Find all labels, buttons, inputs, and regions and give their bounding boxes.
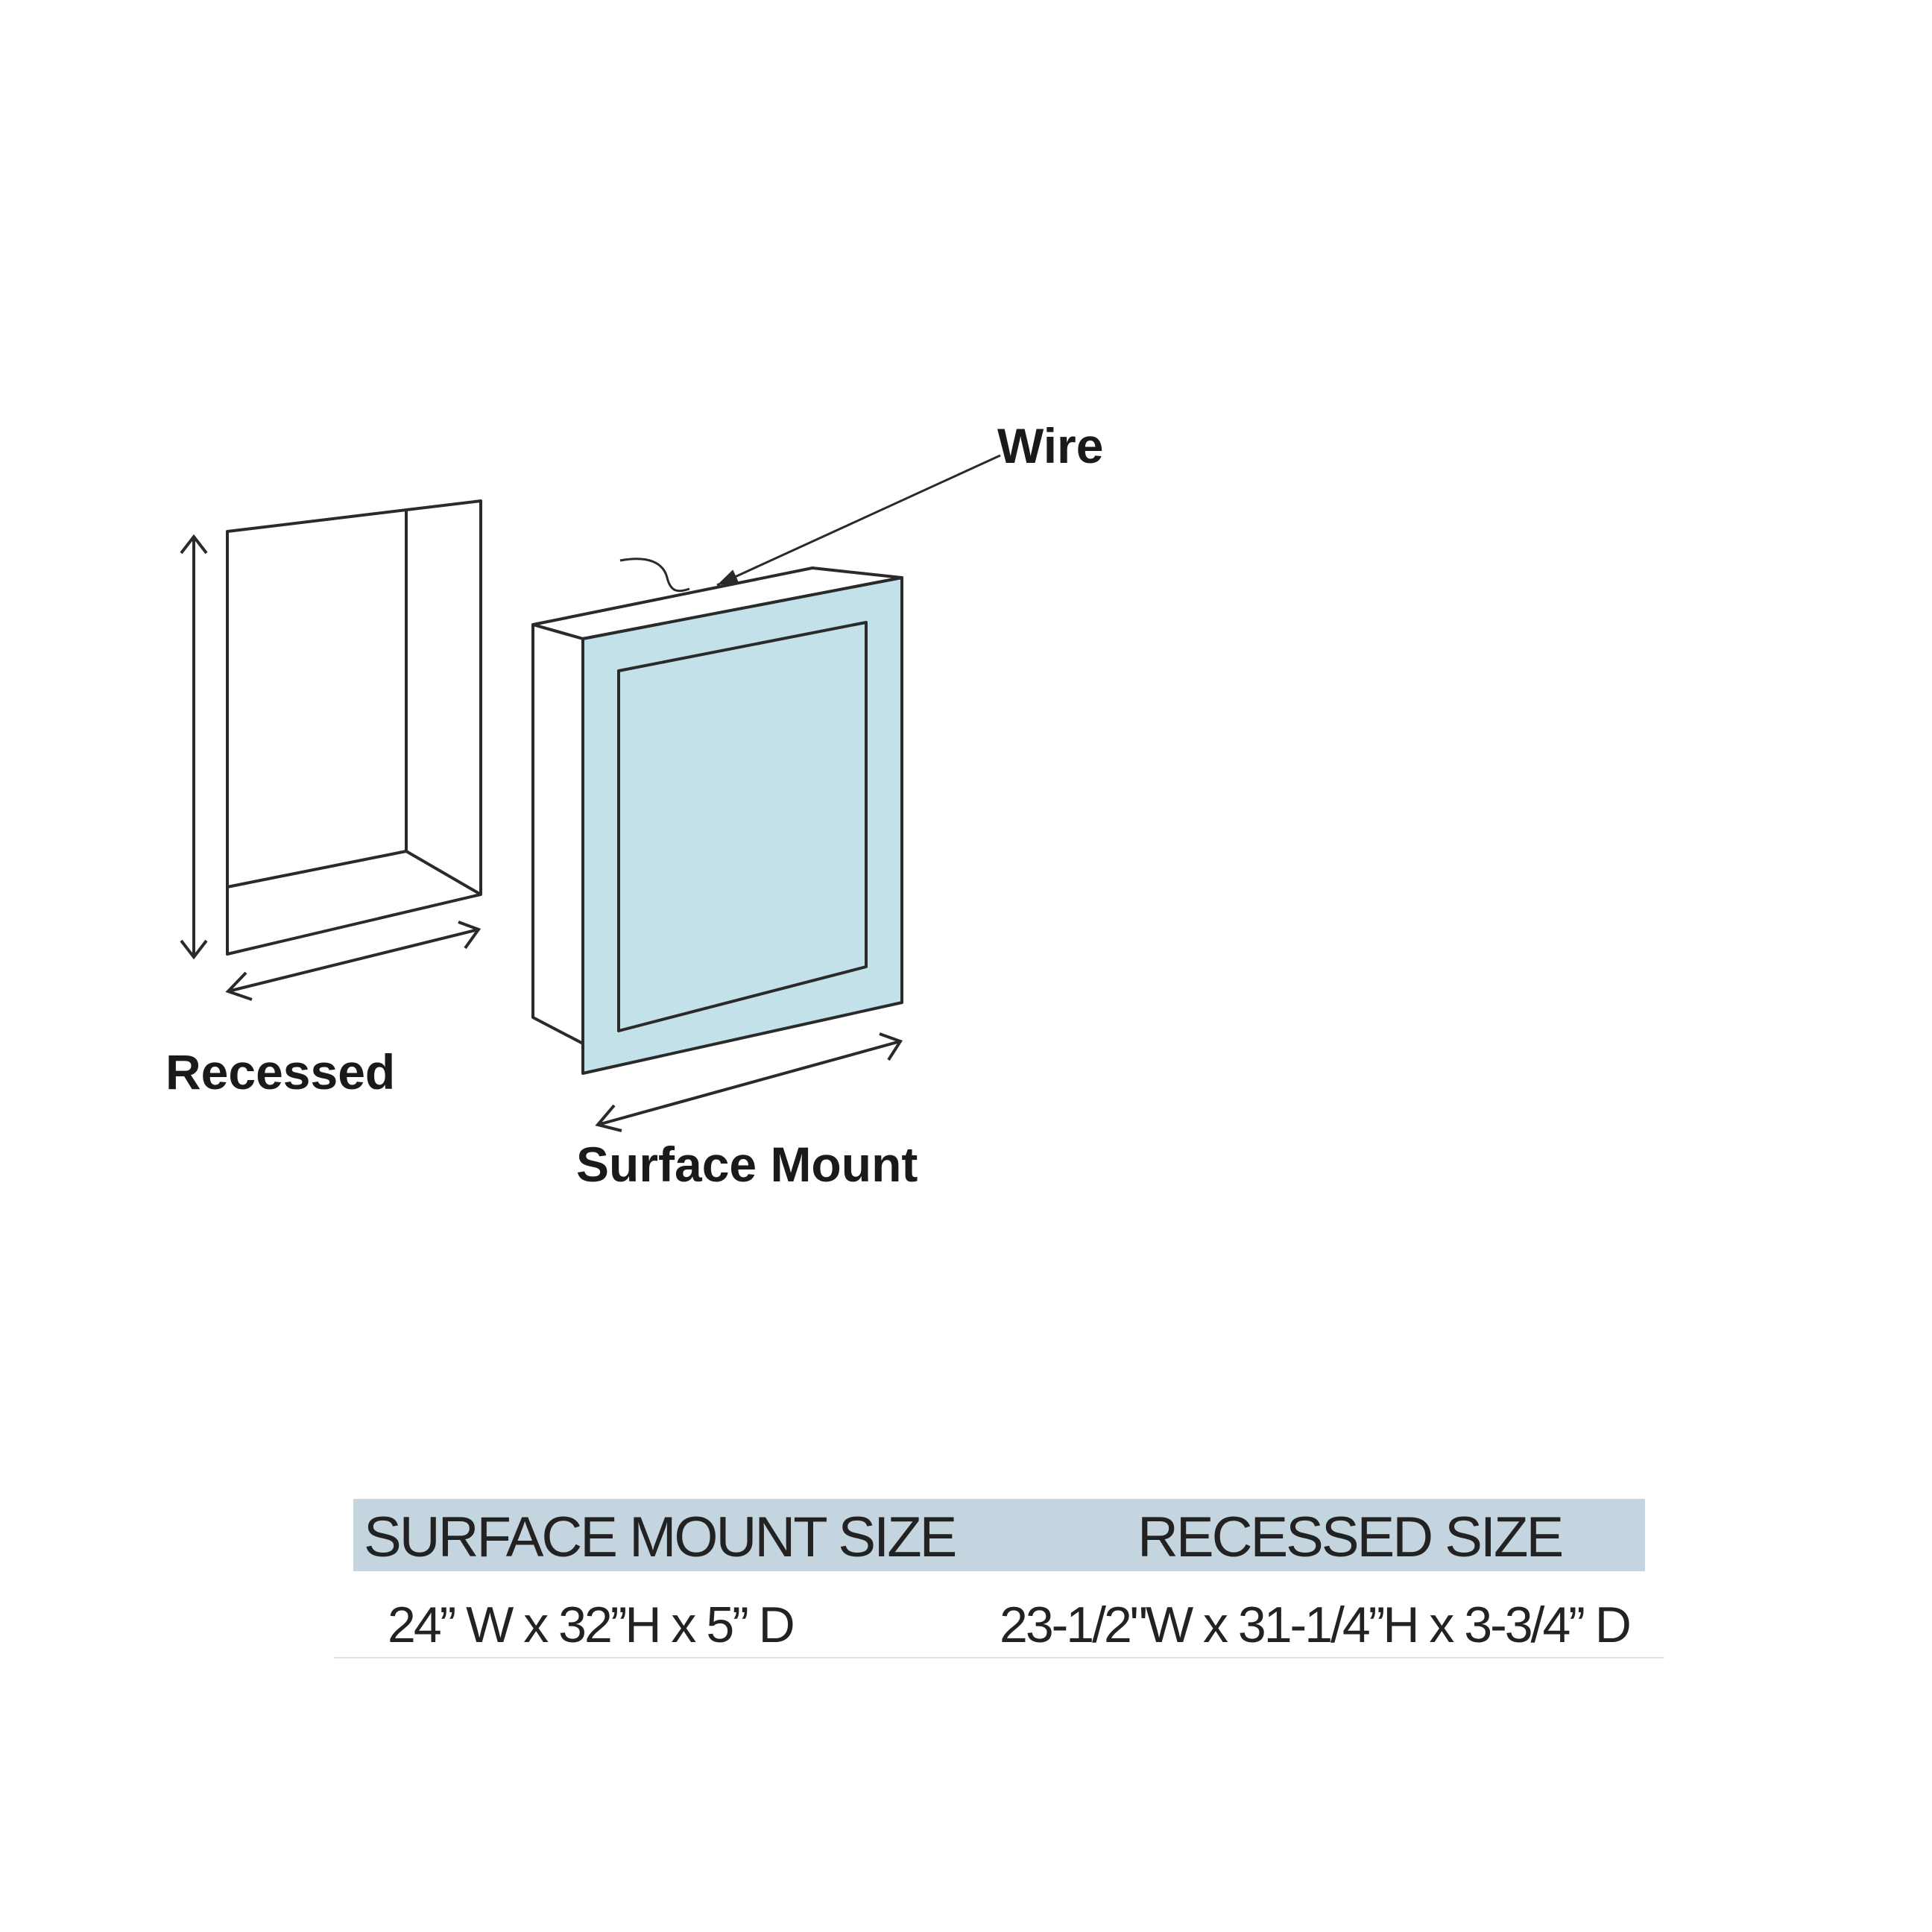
recessed-label: Recessed [165,1044,396,1099]
wire-callout [619,454,1001,593]
wire-label: Wire [997,418,1104,473]
recessed-size-value: 23-1/2"W x 31-1/4”H x 3-3/4” D [1000,1597,1632,1653]
surface-mount-label: Surface Mount [576,1137,918,1192]
header-recessed-size: RECESSED SIZE [1137,1506,1564,1569]
mirror-inner-frame [617,621,868,1032]
recessed-niche-drawing [226,499,482,956]
header-surface-mount-size: SURFACE MOUNT SIZE [364,1506,957,1569]
table-divider [334,1657,1664,1658]
surface-mount-size-value: 24” W x 32”H x 5” D [388,1597,795,1653]
surface-dimension-arrow [595,1032,903,1132]
width-arrow [227,928,479,993]
recessed-dimension-arrows [180,534,482,1001]
surface-mount-cabinet-drawing [531,566,903,1075]
mirror-panel [581,576,903,1075]
table-header-row [353,1499,1645,1571]
